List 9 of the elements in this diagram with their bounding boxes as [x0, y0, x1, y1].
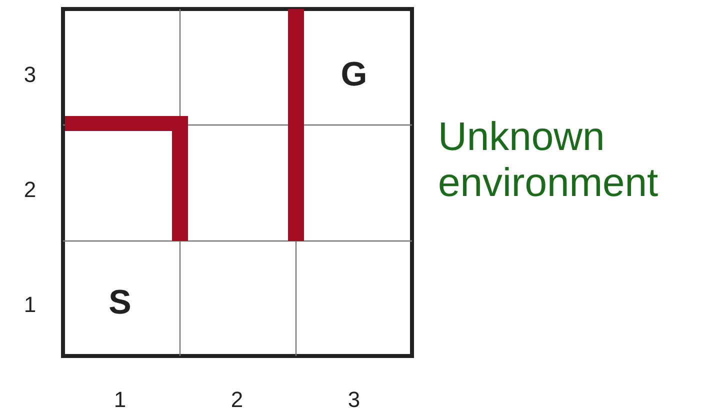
goal-mark: G	[340, 56, 368, 94]
column-number: 3	[348, 387, 360, 412]
column-number: 1	[114, 387, 126, 412]
row-number: 3	[24, 62, 36, 88]
column-number: 2	[230, 387, 244, 412]
row-number: 2	[24, 177, 36, 203]
environment-caption: Unknown environment	[438, 114, 660, 206]
row-number: 1	[24, 292, 36, 318]
start-mark: S	[108, 284, 132, 322]
